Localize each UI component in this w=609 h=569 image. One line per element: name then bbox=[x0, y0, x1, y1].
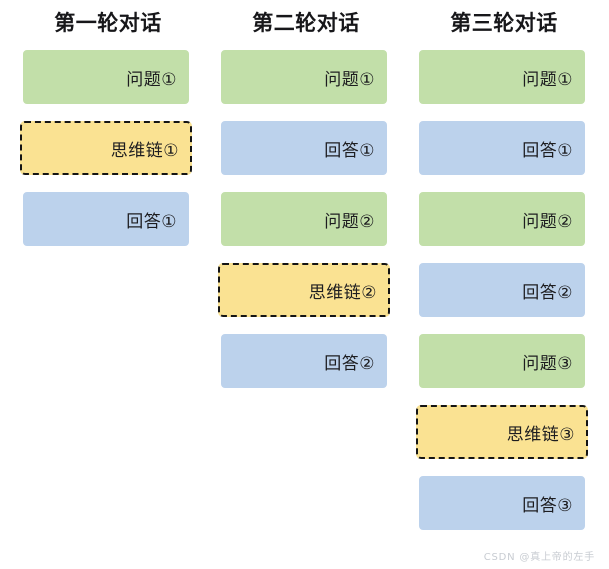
box-chain-of-thought: 思维链③ bbox=[416, 405, 588, 459]
box-answer: 回答③ bbox=[419, 476, 585, 530]
box-stack-round-3: 问题① 回答① 问题② 回答② 问题③ 思维链③ 回答③ bbox=[409, 46, 599, 530]
box-answer: 回答① bbox=[23, 192, 189, 246]
box-chain-of-thought: 思维链② bbox=[218, 263, 390, 317]
column-title-round-2: 第二轮对话 bbox=[252, 11, 360, 35]
box-answer: 回答② bbox=[419, 263, 585, 317]
box-question: 问题① bbox=[419, 50, 585, 104]
column-title-round-3: 第三轮对话 bbox=[450, 11, 558, 35]
box-question: 问题③ bbox=[419, 334, 585, 388]
box-question: 问题② bbox=[221, 192, 387, 246]
column-round-1: 第一轮对话 问题① 思维链① 回答① bbox=[13, 0, 203, 263]
box-question: 问题① bbox=[23, 50, 189, 104]
box-stack-round-2: 问题① 回答① 问题② 思维链② 回答② bbox=[211, 46, 401, 388]
box-chain-of-thought: 思维链① bbox=[20, 121, 192, 175]
box-answer: 回答① bbox=[221, 121, 387, 175]
box-stack-round-1: 问题① 思维链① 回答① bbox=[13, 46, 203, 246]
column-round-3: 第三轮对话 问题① 回答① 问题② 回答② 问题③ 思维链③ 回答③ bbox=[409, 0, 599, 547]
column-title-round-1: 第一轮对话 bbox=[54, 11, 162, 35]
column-round-2: 第二轮对话 问题① 回答① 问题② 思维链② 回答② bbox=[211, 0, 401, 405]
box-question: 问题② bbox=[419, 192, 585, 246]
watermark: CSDN @真上帝的左手 bbox=[483, 552, 595, 563]
box-answer: 回答② bbox=[221, 334, 387, 388]
box-answer: 回答① bbox=[419, 121, 585, 175]
box-question: 问题① bbox=[221, 50, 387, 104]
